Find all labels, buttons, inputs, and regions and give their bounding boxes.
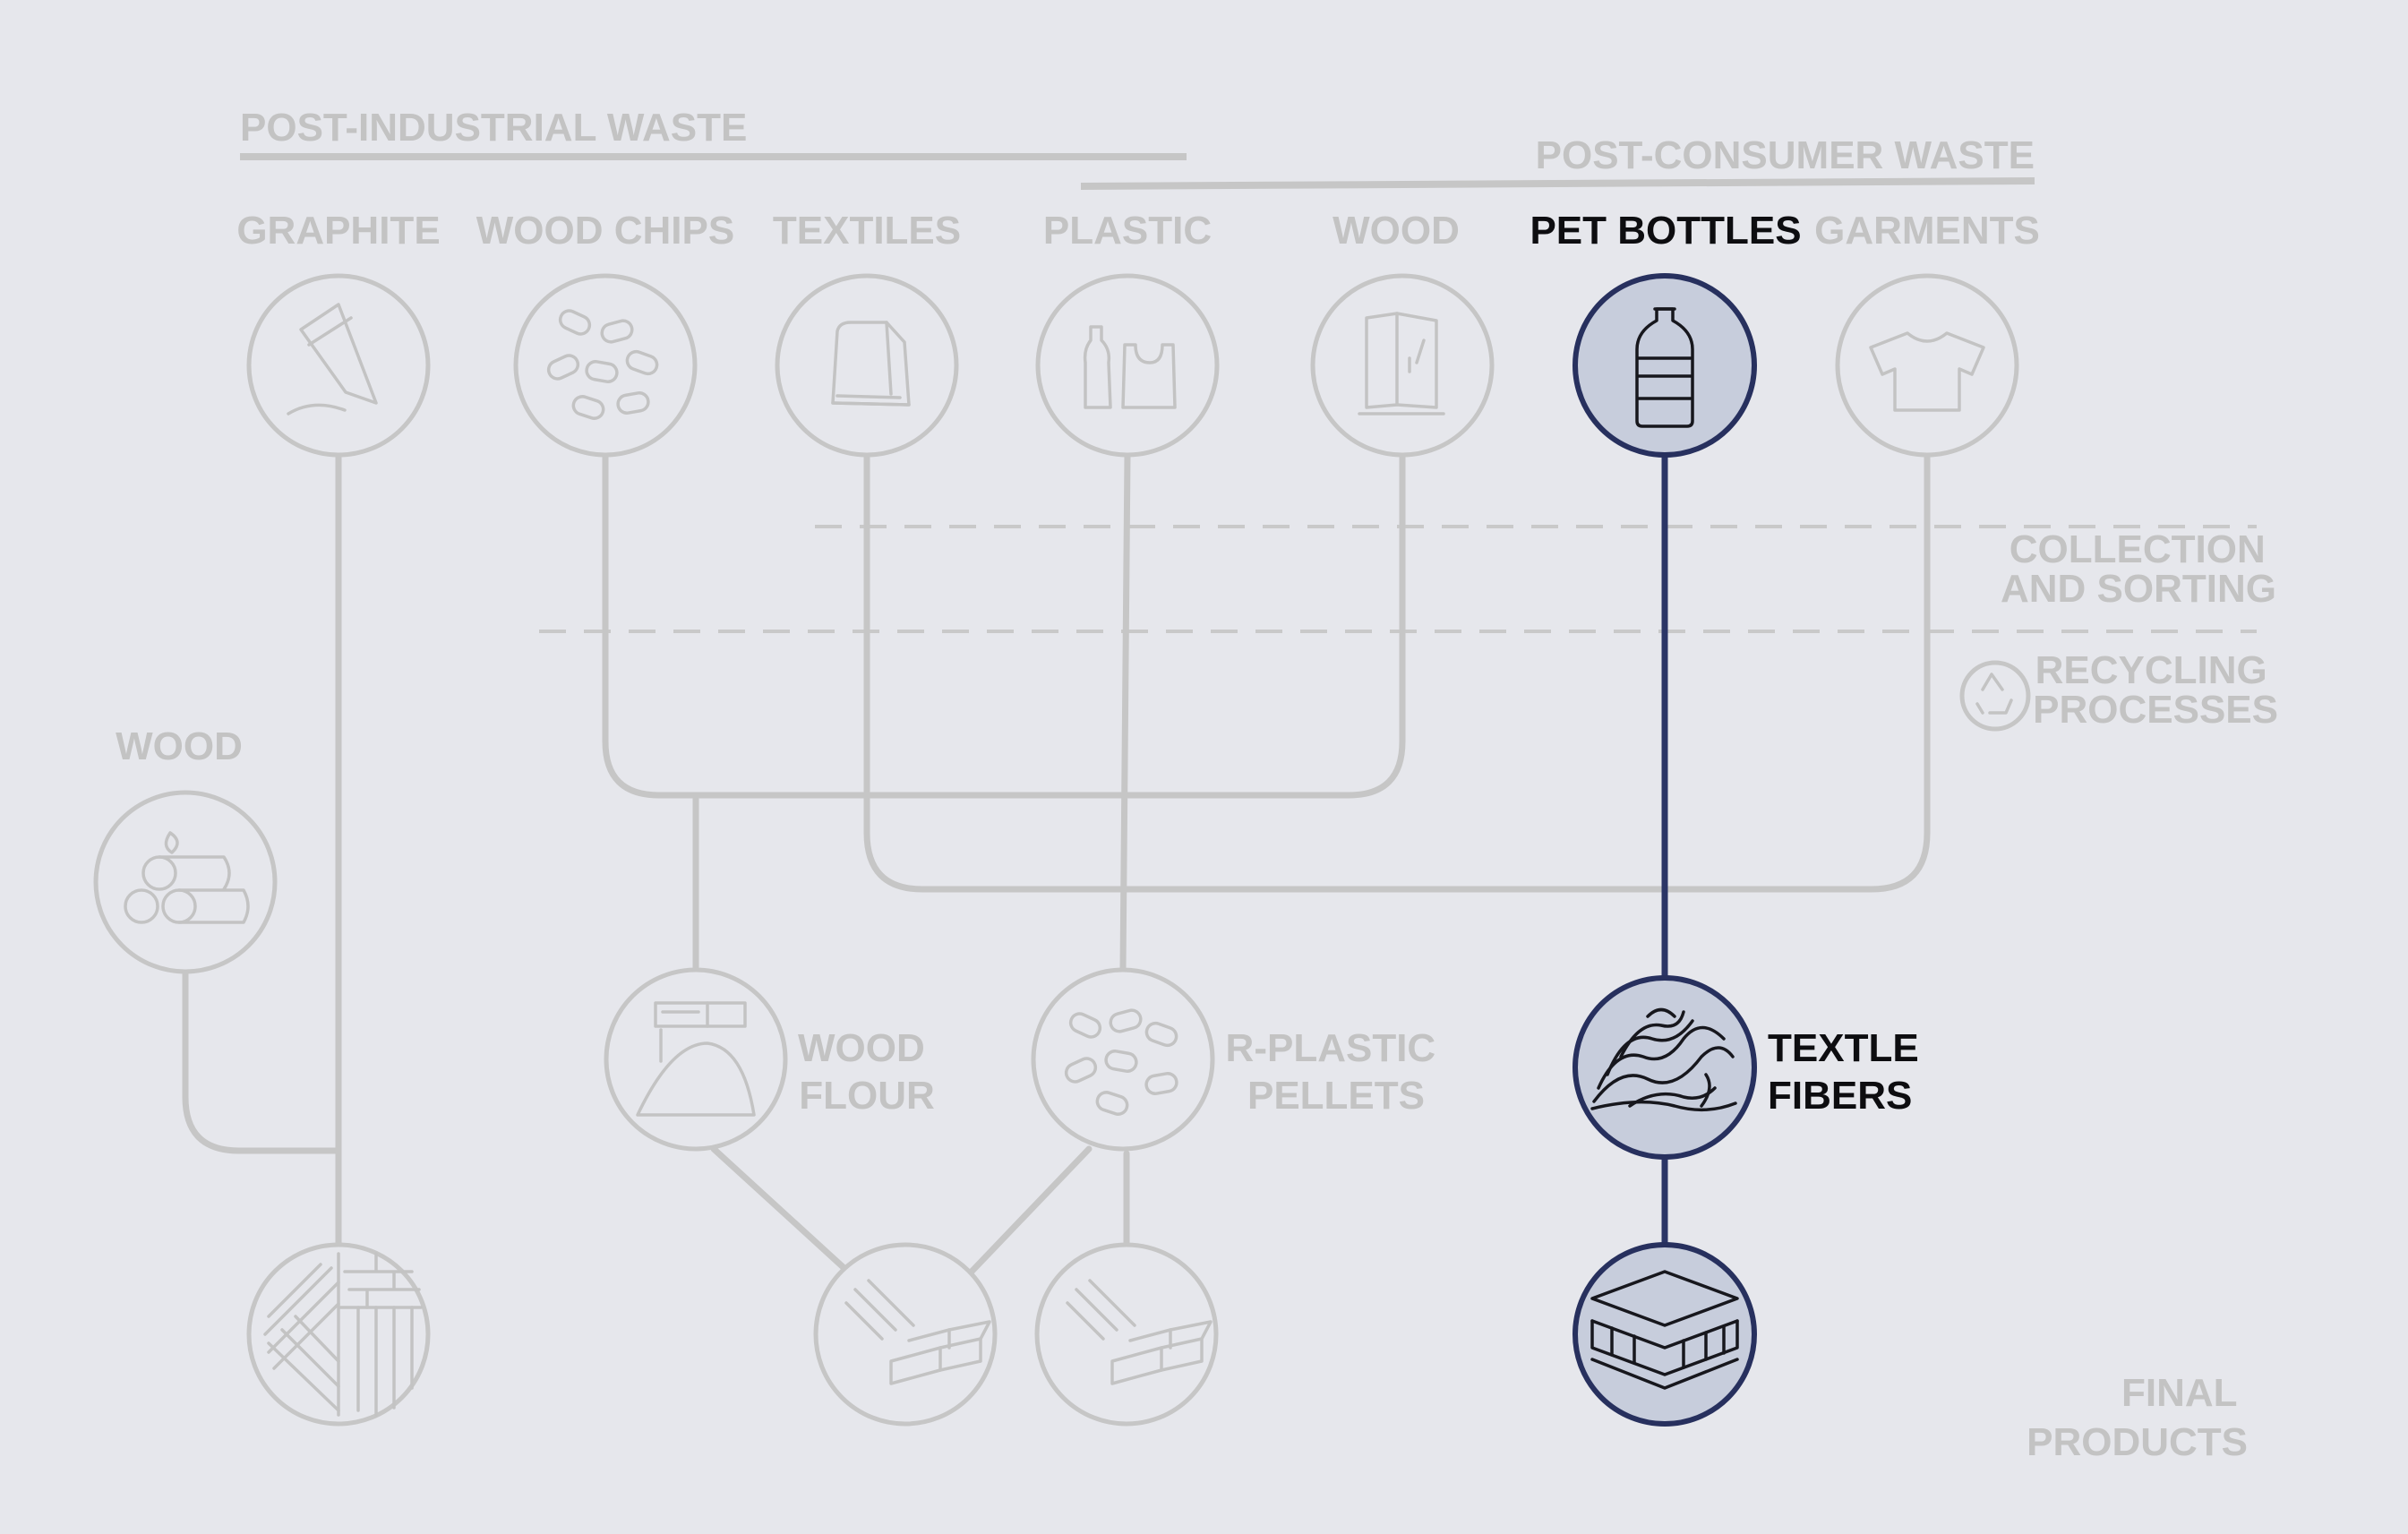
recycle-icon xyxy=(1959,660,2031,732)
final-product-decking-1[interactable] xyxy=(813,1242,998,1427)
final-product-panel[interactable] xyxy=(1572,1242,1757,1427)
node-graphite[interactable] xyxy=(246,273,431,458)
node-pet-bottles[interactable] xyxy=(1572,273,1757,458)
node-textiles[interactable] xyxy=(775,273,959,458)
bottle-icon xyxy=(1635,307,1694,428)
flour-pile-icon xyxy=(636,1001,756,1117)
tshirt-icon xyxy=(1869,331,1985,412)
wood-flour-label: WOOD FLOUR xyxy=(798,1026,936,1118)
node-wood-chips[interactable] xyxy=(513,273,698,458)
decking-boards-icon xyxy=(1066,1279,1213,1385)
post-consumer-header: POST-CONSUMER WASTE xyxy=(1536,133,2035,177)
source-label-wood-chips: WOOD CHIPS xyxy=(476,209,734,253)
door-icon xyxy=(1358,312,1445,416)
fibers-icon xyxy=(1590,1007,1737,1112)
post-consumer-rule xyxy=(1080,177,2035,190)
node-textile-fibers[interactable] xyxy=(1572,975,1757,1160)
pellets-icon xyxy=(1064,1008,1178,1116)
node-plastic[interactable] xyxy=(1035,273,1220,458)
pencil-icon xyxy=(287,303,378,416)
layered-panel-icon xyxy=(1590,1270,1739,1390)
bottle-bag-icon xyxy=(1083,325,1177,409)
pellets-icon xyxy=(546,309,659,420)
node-garments[interactable] xyxy=(1835,273,2019,458)
final-product-parquet[interactable] xyxy=(246,1242,431,1427)
recycling-stage-label: RECYCLING PROCESSES xyxy=(2033,648,2278,732)
rplastic-pellets-label: R-PLASTIC PELLETS xyxy=(1226,1026,1447,1118)
final-products-label: FINAL PRODUCTS xyxy=(2027,1371,2248,1464)
node-wood-side[interactable] xyxy=(93,790,278,974)
source-label-graphite: GRAPHITE xyxy=(236,209,440,253)
node-wood-flour[interactable] xyxy=(604,967,788,1152)
parquet-icon xyxy=(263,1252,423,1417)
logs-icon xyxy=(124,831,250,924)
source-label-plastic: PLASTIC xyxy=(1043,209,1212,253)
collection-stage-label: COLLECTION AND SORTING xyxy=(2001,527,2276,611)
source-label-wood-side: WOOD xyxy=(116,724,243,768)
final-product-decking-2[interactable] xyxy=(1034,1242,1219,1427)
fabric-roll-icon xyxy=(831,321,911,407)
decking-boards-icon xyxy=(844,1279,991,1385)
post-industrial-header: POST-INDUSTRIAL WASTE xyxy=(240,106,747,150)
source-label-wood: WOOD xyxy=(1333,209,1460,253)
dim-connectors xyxy=(182,451,1931,1277)
source-label-garments: GARMENTS xyxy=(1814,209,2040,253)
textile-fibers-label: TEXTLE FIBERS xyxy=(1768,1026,1930,1118)
source-label-textiles: TEXTILES xyxy=(773,209,961,253)
node-wood[interactable] xyxy=(1310,273,1495,458)
node-rplastic-pellets[interactable] xyxy=(1031,967,1215,1152)
source-label-pet-bottles: PET BOTTLES xyxy=(1530,209,1801,253)
